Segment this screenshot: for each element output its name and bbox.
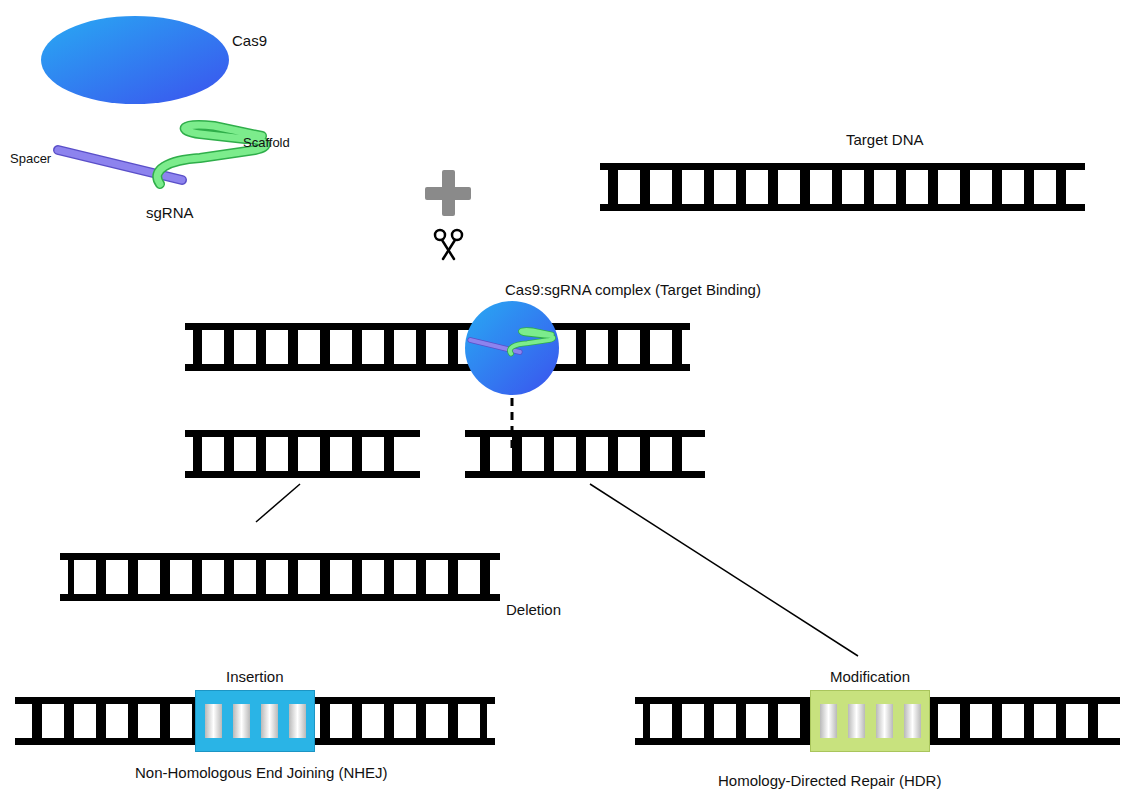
pathway-label: Homology-Directed Repair (HDR) bbox=[718, 772, 941, 790]
dna-fragment bbox=[465, 430, 705, 478]
part-label: sgRNA bbox=[146, 204, 194, 222]
protein-ellipse-outline bbox=[40, 15, 230, 105]
dna-ladder bbox=[60, 553, 500, 601]
plus-symbol bbox=[425, 170, 471, 216]
complex-ellipse: Cas9:sgRNA complex (Target Binding) bbox=[464, 300, 560, 396]
node-label: Cas9 bbox=[232, 32, 267, 50]
part-label: Target DNA bbox=[846, 131, 924, 149]
scissors-symbol bbox=[435, 230, 462, 259]
repair-line bbox=[590, 484, 858, 656]
pathway-label: Non-Homologous End Joining (NHEJ) bbox=[135, 764, 388, 782]
protein-ellipse: Cas9 bbox=[40, 15, 230, 105]
node-label: Modification bbox=[830, 668, 910, 686]
repair-line bbox=[256, 484, 300, 522]
node-label: Cas9:sgRNA complex (Target Binding) bbox=[505, 281, 761, 299]
dna-fragment bbox=[185, 430, 420, 478]
sgrna-drawing bbox=[58, 125, 265, 184]
dna-ladder bbox=[185, 323, 690, 371]
dna-ladder bbox=[600, 163, 1085, 211]
node-label: Insertion bbox=[226, 668, 284, 686]
insertion-band: Insertion bbox=[195, 690, 315, 752]
outcome-label: Deletion bbox=[506, 601, 561, 619]
cut-line bbox=[511, 398, 514, 448]
insertion-band-outline bbox=[195, 690, 315, 752]
part-label: Spacer bbox=[10, 150, 51, 168]
modification-band: Modification bbox=[810, 690, 930, 752]
modification-band-outline bbox=[810, 690, 930, 752]
part-label: Scaffold bbox=[243, 134, 290, 152]
complex-ellipse-outline bbox=[464, 300, 560, 396]
dna-ladder bbox=[635, 697, 1120, 745]
